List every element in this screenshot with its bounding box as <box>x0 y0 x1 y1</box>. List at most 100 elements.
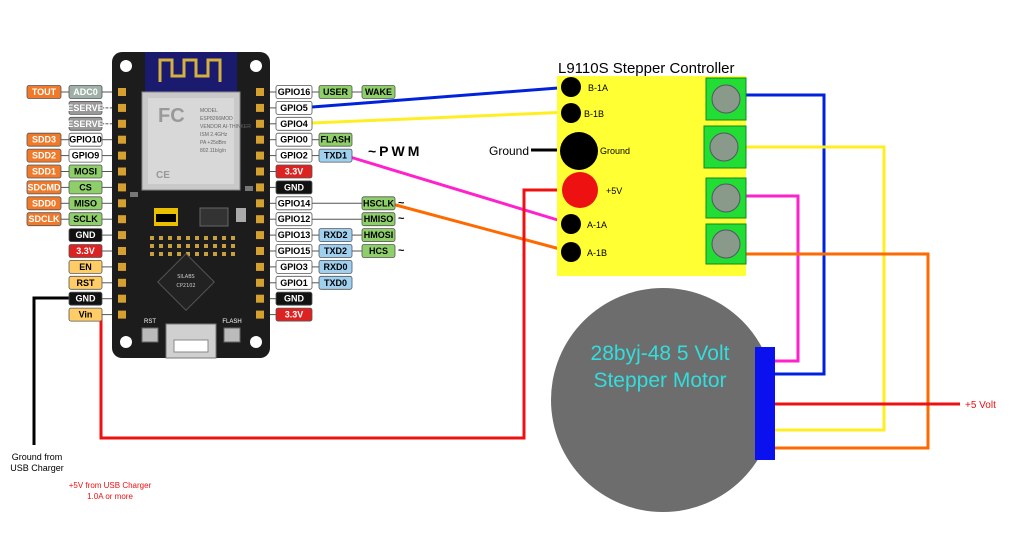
wire-magenta-gpio2 <box>349 155 572 226</box>
left-pin-3: GPIO10 <box>68 132 103 147</box>
board-pad <box>159 252 163 256</box>
right-pin-13-text: GND <box>284 294 305 304</box>
board-pad <box>204 252 208 256</box>
board-pad <box>231 252 235 256</box>
right-pin-1-text: GPIO5 <box>280 103 308 113</box>
right-pin-13-bg <box>275 291 313 306</box>
right-pin-5-text: 3.3V <box>285 167 304 177</box>
header-pin-right <box>256 294 264 303</box>
right-pin-4: GPIO2 <box>275 148 313 163</box>
board-pad <box>177 244 181 248</box>
left-pin-func-5-bg <box>26 164 62 179</box>
header-pin-right <box>256 167 264 176</box>
pin-a1a <box>561 214 581 234</box>
left-pin-12: RST <box>68 275 103 290</box>
left-pin-func-4-text: SDD2 <box>32 151 56 161</box>
antenna-trace <box>158 58 222 82</box>
left-pin-14-text: Vin <box>79 310 93 320</box>
l9110s-controller: L9110S Stepper Controller B-1A B-1B Grou… <box>557 60 747 276</box>
left-pin-13: GND <box>68 291 103 306</box>
right-pin-1: GPIO5 <box>275 101 313 115</box>
left-pin-1-bg <box>68 101 103 115</box>
left-pin-func-3: SDD3 <box>26 132 62 147</box>
right-pin-2-text: GPIO4 <box>280 119 308 129</box>
right-pin-extra-0-bg <box>361 85 396 99</box>
left-pin-func-6-text: SDCMD <box>28 182 61 192</box>
esp-chip-line: 802.11b/g/n <box>200 148 226 154</box>
right-pin-func-0-text: USER <box>323 87 349 97</box>
right-pin-3-text: GPIO0 <box>280 135 308 145</box>
left-pin-1: RESERVED <box>61 101 111 115</box>
header-pin-right <box>256 151 264 160</box>
right-pin-func-7: HSCLK <box>361 196 396 211</box>
rst-button[interactable] <box>141 327 159 343</box>
header-pin-left <box>118 151 126 160</box>
board-pad <box>159 244 163 248</box>
left-pin-func-4: SDD2 <box>26 148 62 163</box>
left-pin-4: GPIO9 <box>68 148 103 163</box>
right-pin-12: GPIO1 <box>275 275 313 290</box>
board-pad <box>213 236 217 240</box>
flash-button[interactable] <box>223 327 241 343</box>
board-pad <box>195 244 199 248</box>
regulator-chip <box>199 207 229 227</box>
pin-5v-label: +5V <box>606 186 622 196</box>
board-pad <box>213 252 217 256</box>
board-pad <box>222 244 226 248</box>
wire-black-ground <box>32 296 69 445</box>
right-pin-9-text: GPIO13 <box>278 230 311 240</box>
micro-usb-opening <box>173 339 209 353</box>
mount-hole <box>120 60 132 72</box>
right-pin-func-4-text: TXD1 <box>324 151 347 161</box>
pin-b1b-label: B-1B <box>584 109 604 119</box>
right-pin-func-8: HMISO <box>361 212 396 227</box>
header-pin-right <box>256 231 264 240</box>
left-pin-func-0-text: TOUT <box>32 87 57 97</box>
flash-button-label: FLASH <box>222 319 241 325</box>
left-pin-10-bg <box>68 244 103 258</box>
left-pin-func-7: SDD0 <box>26 196 62 211</box>
left-pin-11-text: EN <box>79 262 92 272</box>
esp-module-face <box>148 98 234 184</box>
header-pin-left <box>118 135 126 144</box>
left-pin-7-text: MISO <box>74 198 97 208</box>
right-pin-10-text: GPIO15 <box>278 246 311 256</box>
right-pin-12-text: GPIO1 <box>280 278 308 288</box>
header-pin-left <box>118 88 126 96</box>
right-pin-func-8-text: HMISO <box>364 214 394 224</box>
board-pad <box>213 244 217 248</box>
board-pad <box>195 252 199 256</box>
left-pin-labels: ADC0TOUTRESERVEDRESERVEDGPIO10SDD3GPIO9S… <box>26 85 112 322</box>
right-pin-6-text: GND <box>284 182 305 192</box>
left-pin-func-4-bg <box>26 148 62 163</box>
esp-chip-line: ESP8266MOD <box>200 116 233 122</box>
board-pad <box>150 244 154 248</box>
header-pin-left <box>118 231 126 240</box>
v5-right-note: +5 Volt <box>965 400 996 411</box>
right-pin-func-12-text: TXD0 <box>324 278 347 288</box>
ground-label: Ground <box>489 144 529 158</box>
right-pin-14-text: 3.3V <box>285 310 304 320</box>
left-pin-func-5: SDD1 <box>26 164 62 179</box>
controller-title: L9110S Stepper Controller <box>558 60 735 77</box>
header-pin-right <box>256 88 264 96</box>
board-pad <box>186 236 190 240</box>
right-pin-extra-9-bg <box>361 228 396 243</box>
left-pin-13-bg <box>68 291 103 306</box>
usb-uart-chip <box>157 253 215 311</box>
right-pin-func-11: RXD0 <box>318 259 353 274</box>
right-pin-func-10-text: TXD2 <box>324 246 347 256</box>
left-pin-13-text: GND <box>76 294 97 304</box>
right-pin-extra-0: WAKE <box>361 85 396 99</box>
left-pin-6: CS <box>68 180 103 195</box>
mount-hole <box>120 336 132 348</box>
terminal-1-screw <box>711 84 741 114</box>
right-pin-extra-10-text: HCS <box>369 246 388 256</box>
pin-a1a-label: A-1A <box>587 220 607 230</box>
header-pin-right <box>256 278 264 287</box>
pwm-tilde-8: ~ <box>398 213 405 225</box>
left-pin-func-0-bg <box>26 85 62 99</box>
header-pin-left <box>118 167 126 176</box>
